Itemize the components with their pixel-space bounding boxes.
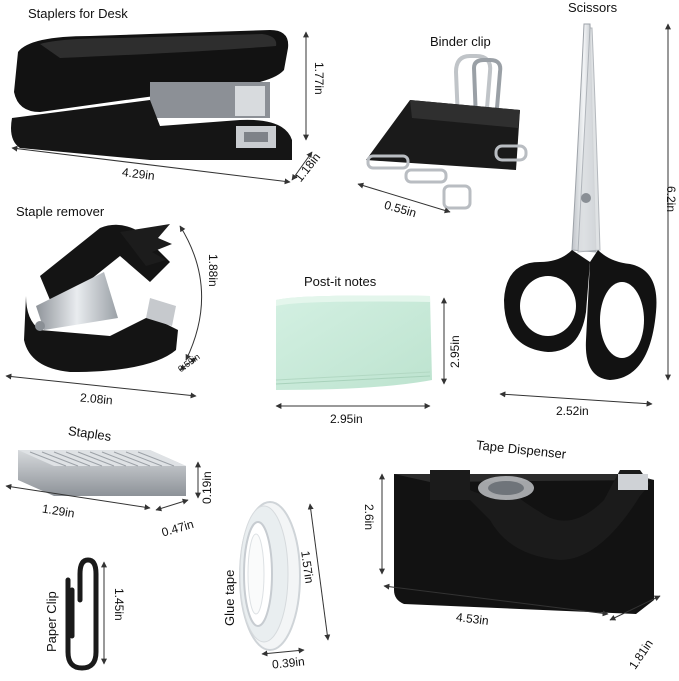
stapler-height: 1.77in [312,62,326,95]
glue-tape-height-arrow [307,503,331,641]
tape-dispenser-width-arrow [609,595,661,621]
staples-length-arrow [5,483,151,511]
glue-tape-width-arrow [261,647,305,657]
staple-remover-height-arrow [179,225,203,361]
stapler-name: Staplers for Desk [28,6,128,21]
post-it-height: 2.95in [448,335,462,368]
glue-tape-name: Glue tape [222,569,237,626]
staples-width-arrow [155,498,189,512]
staple-remover-length: 2.08in [79,390,114,408]
staple-remover-length-arrow [5,373,197,399]
post-it-image [275,295,432,390]
staples-image [18,450,186,496]
scissors-width: 2.52in [556,404,589,418]
glue-tape-image [239,501,301,651]
stapler-image [11,30,292,160]
scissors-width-arrow [499,391,653,407]
post-it-name: Post-it notes [304,274,377,289]
scissors-height: 6.2in [664,186,678,213]
staples-height: 0.19in [200,471,214,504]
post-it-width: 2.95in [330,412,363,426]
stapler-length-arrow [11,145,291,185]
binder-clip-width-arrow [357,182,451,214]
staple-remover-width-arrow [179,357,197,371]
stapler-width-arrow [291,151,313,181]
tape-dispenser-height: 2.6in [362,504,376,531]
staple-remover-image [24,224,178,372]
paper-clip-image [65,557,99,671]
binder-clip-image [366,54,528,210]
paper-clip-name: Paper Clip [44,591,59,652]
binder-clip-name: Binder clip [430,34,491,49]
staple-remover-name: Staple remover [16,204,105,219]
scissors-image [504,23,657,380]
staple-remover-height: 1.88in [206,254,220,287]
paper-clip-height: 1.45in [112,588,126,621]
tape-dispenser-image [394,470,654,614]
scissors-name: Scissors [568,0,618,15]
tape-dispenser-length-arrow [383,583,609,617]
